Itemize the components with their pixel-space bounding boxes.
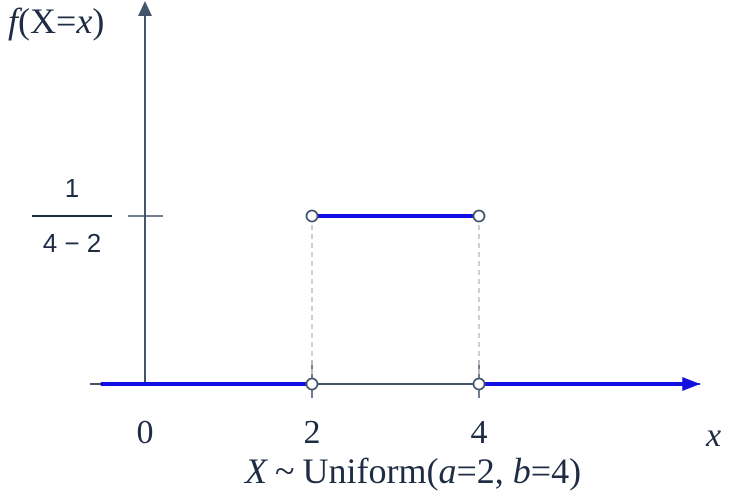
open-point-2-0.5: [305, 209, 319, 223]
axes: [90, 1, 701, 398]
x-axis-label: x: [705, 417, 721, 454]
y-axis-label: f(X=x): [8, 1, 104, 41]
endpoints: [305, 209, 486, 391]
density-denominator: 4 − 2: [43, 228, 102, 258]
x-tick-label-2: 2: [304, 414, 321, 451]
density-numerator: 1: [65, 173, 79, 203]
distribution-caption: X~Uniform(a=2, b=4): [243, 451, 581, 491]
x-tick-label-0: 0: [137, 414, 154, 451]
x-tick-label-4: 4: [471, 414, 488, 451]
open-point-2-0: [305, 377, 319, 391]
x-axis-arrow: [682, 377, 701, 391]
open-point-4-0.5: [472, 209, 486, 223]
open-point-4-0: [472, 377, 486, 391]
y-axis-arrow: [138, 1, 152, 16]
x-tick-labels: 0 2 4: [137, 414, 488, 451]
pdf-segments: [100, 214, 701, 391]
guides: [311, 216, 480, 384]
